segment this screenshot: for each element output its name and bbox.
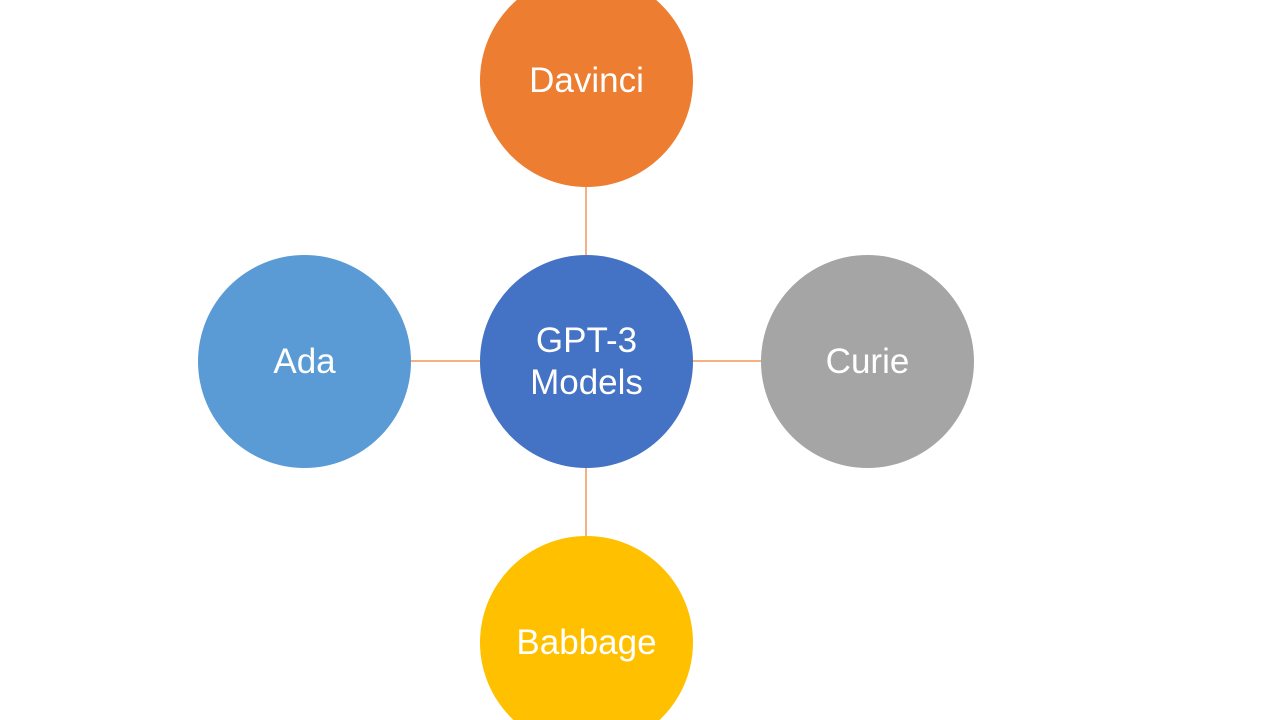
node-gpt3-models-label: GPT-3 Models: [530, 320, 643, 402]
node-davinci: Davinci: [480, 0, 693, 187]
node-curie: Curie: [761, 255, 974, 468]
node-ada: Ada: [198, 255, 411, 468]
node-gpt3-models: GPT-3 Models: [480, 255, 693, 468]
node-ada-label: Ada: [273, 341, 336, 381]
connector-davinci: [585, 187, 587, 255]
node-davinci-label: Davinci: [529, 60, 644, 100]
node-babbage-label: Babbage: [516, 622, 657, 662]
node-babbage: Babbage: [480, 536, 693, 720]
node-curie-label: Curie: [825, 341, 910, 381]
connector-ada: [411, 360, 480, 362]
connector-curie: [692, 360, 761, 362]
connector-babbage: [585, 468, 587, 536]
